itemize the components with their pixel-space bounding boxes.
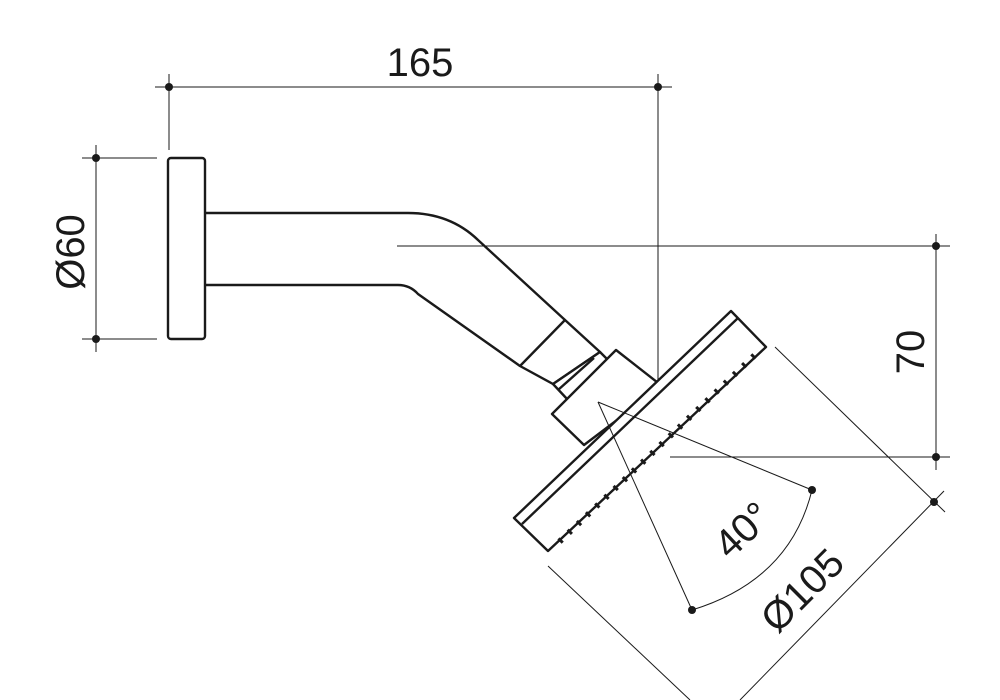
shower-arm bbox=[205, 211, 664, 447]
head-dimension-line bbox=[739, 490, 945, 700]
nozzle bbox=[722, 379, 730, 386]
nozzle bbox=[741, 362, 748, 369]
flange-diameter-dimension: Ø60 bbox=[49, 145, 157, 352]
drop-dimension-dot-top bbox=[932, 242, 940, 250]
nozzle bbox=[667, 432, 674, 439]
flange-dimension-dot-top bbox=[92, 154, 100, 162]
nozzle bbox=[713, 388, 720, 395]
head-extension-top bbox=[774, 346, 946, 513]
nozzle bbox=[676, 423, 684, 430]
nozzle bbox=[557, 537, 564, 544]
arm-lower-edge bbox=[205, 283, 521, 367]
spray-angle-label: 40° bbox=[706, 494, 780, 567]
drop-dimension-dot-bottom bbox=[932, 453, 940, 461]
shower-head-face bbox=[512, 309, 768, 553]
width-dimension-dot-left bbox=[165, 83, 173, 91]
spray-angle-arc bbox=[691, 489, 813, 611]
flange-dimension-dot-bottom bbox=[92, 335, 100, 343]
width-dimension-label: 165 bbox=[387, 41, 454, 85]
spray-angle-dot-lower bbox=[688, 606, 696, 614]
spray-angle-line-lower bbox=[597, 401, 693, 611]
nozzle bbox=[750, 353, 757, 360]
arm-upper-edge bbox=[205, 211, 566, 321]
width-dimension-dot-right bbox=[654, 83, 662, 91]
width-dimension: 165 bbox=[155, 41, 672, 425]
nozzle bbox=[731, 370, 739, 378]
shower-head-nozzles bbox=[557, 353, 757, 544]
nozzle bbox=[685, 414, 693, 421]
shower-head-rim-line bbox=[521, 317, 739, 525]
nozzle bbox=[649, 449, 656, 457]
nozzle bbox=[704, 397, 711, 404]
spray-angle-line-upper bbox=[597, 401, 813, 491]
nozzle bbox=[584, 511, 592, 518]
nozzle bbox=[640, 458, 647, 465]
nozzle bbox=[594, 502, 601, 509]
spray-angle-dot-upper bbox=[808, 486, 816, 494]
drop-dimension: 70 bbox=[397, 234, 950, 470]
nozzle bbox=[612, 484, 619, 492]
nozzle bbox=[695, 405, 702, 413]
nozzle bbox=[603, 493, 610, 500]
head-diameter-label: Ø105 bbox=[753, 541, 853, 641]
head-extension-bottom bbox=[547, 565, 691, 700]
drop-dimension-label: 70 bbox=[889, 330, 933, 375]
flange-diameter-label: Ø60 bbox=[49, 214, 93, 290]
nozzle bbox=[630, 467, 638, 474]
nozzle bbox=[658, 440, 665, 448]
wall-flange bbox=[166, 156, 207, 341]
nozzle bbox=[621, 476, 629, 483]
head-dimension-dot bbox=[930, 498, 938, 506]
nozzle bbox=[566, 528, 573, 535]
head-swivel-body bbox=[550, 348, 664, 447]
shower-head bbox=[512, 309, 768, 553]
nozzle bbox=[575, 519, 583, 527]
arm-thread-line bbox=[557, 357, 595, 391]
